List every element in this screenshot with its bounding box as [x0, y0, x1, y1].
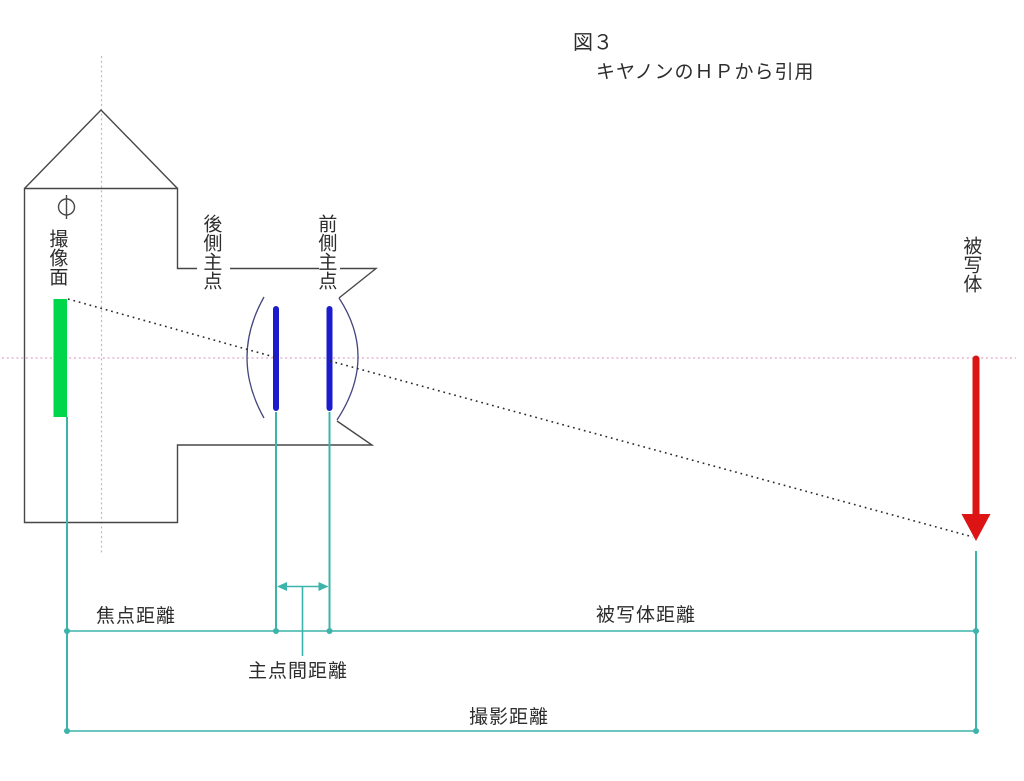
label-front-principal-point: 前側主点 — [315, 214, 337, 290]
dimension-line-upper — [64, 628, 979, 634]
lens-front-surface-arc — [336, 297, 359, 421]
lens-rear-surface-arc — [246, 296, 265, 419]
label-focal-length: 焦点距離 — [96, 606, 177, 627]
figure-credit: キヤノンのＨＰから引用 — [596, 62, 815, 83]
label-subject: 被写体 — [960, 236, 982, 293]
pentaprism-outline — [23, 108, 179, 189]
ray-front-principal-to-subject — [329, 360, 974, 538]
image-sensor-bar — [53, 299, 67, 417]
image-plane-marker-icon — [57, 195, 76, 219]
camera-body-outline — [23, 187, 375, 524]
principal-distance-bracket — [277, 582, 329, 656]
lens-barrel-top-line — [230, 267, 379, 299]
dimension-line-lower — [64, 728, 979, 734]
label-shooting-distance: 撮影距離 — [469, 707, 550, 728]
figure-number: 図３ — [573, 32, 613, 54]
ray-sensor-to-rear-principal — [67, 298, 277, 359]
label-image-plane: 撮像面 — [46, 229, 68, 286]
label-rear-principal-point: 後側主点 — [200, 214, 222, 290]
subject-arrow — [961, 355, 991, 541]
label-subject-distance: 被写体距離 — [596, 605, 697, 626]
label-principal-point-distance: 主点間距離 — [248, 661, 349, 682]
